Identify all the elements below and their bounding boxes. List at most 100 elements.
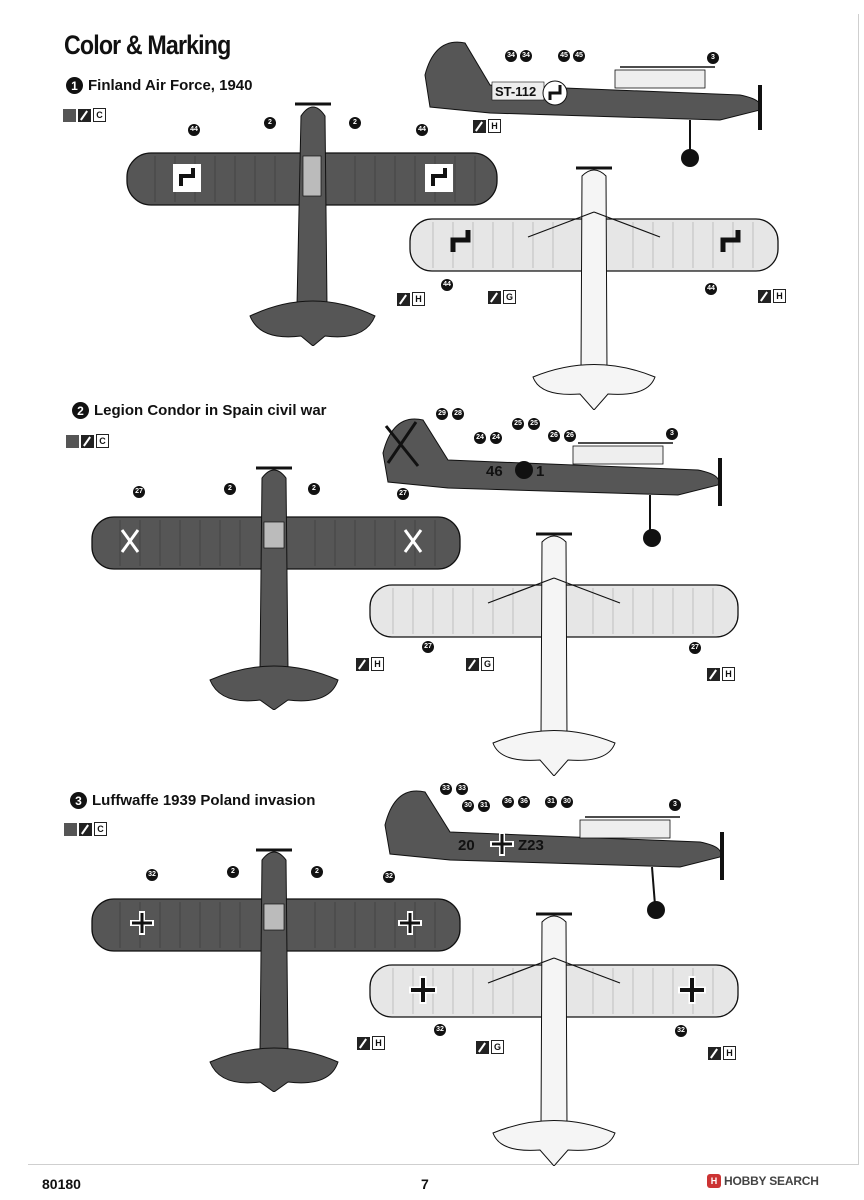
callout: 27 (689, 642, 701, 654)
callout: 2 (224, 483, 236, 495)
color-swatch (64, 822, 77, 836)
callout: 3 (669, 799, 681, 811)
callout: 2 (311, 866, 323, 878)
paint-icon (81, 434, 94, 448)
callout: 24 (490, 432, 502, 444)
color-swatch (66, 434, 79, 448)
underside-color-legend: G (466, 657, 494, 671)
color-legend: C (63, 108, 106, 122)
paint-code: C (93, 108, 106, 122)
paint-icon (473, 119, 486, 133)
callout: 27 (397, 488, 409, 500)
paint-icon (488, 290, 501, 304)
underside-color-legend: H (397, 292, 425, 306)
paint-code: H (371, 657, 384, 671)
paint-icon (79, 822, 92, 836)
callout: 30 (462, 800, 474, 812)
callout: 25 (528, 418, 540, 430)
callout: 45 (573, 50, 585, 62)
callout: 28 (452, 408, 464, 420)
paint-code: H (488, 119, 501, 133)
watermark-text: HOBBY SEARCH (724, 1174, 819, 1188)
paint-code: G (481, 657, 494, 671)
underside-color-legend: H (357, 1036, 385, 1050)
callout: 27 (133, 486, 145, 498)
page-border (28, 14, 859, 1165)
tail-code: ST-112 (495, 84, 536, 99)
callout: 3 (666, 428, 678, 440)
callout: 44 (188, 124, 200, 136)
callout: 2 (349, 117, 361, 129)
callout: 2 (227, 866, 239, 878)
callout: 29 (436, 408, 448, 420)
paint-code: G (503, 290, 516, 304)
section-number: 1 (66, 77, 83, 94)
section-3-heading: 3 Luffwaffe 1939 Poland invasion (70, 792, 315, 809)
side-view-plane-2: 46 1 (382, 418, 722, 547)
underside-color-legend: H (758, 289, 786, 303)
callout: 32 (434, 1024, 446, 1036)
color-swatch (63, 108, 76, 122)
callout: 3 (707, 52, 719, 64)
side-color-legend: H (473, 119, 501, 133)
callout: 27 (422, 641, 434, 653)
paint-icon (78, 108, 91, 122)
callout: 33 (440, 783, 452, 795)
tail-code: 46 (486, 463, 503, 480)
paint-code: G (491, 1040, 504, 1054)
paint-icon (466, 657, 479, 671)
paint-code: H (722, 667, 735, 681)
side-view-plane-3: 20 Z23 (384, 790, 724, 919)
underside-color-legend: G (476, 1040, 504, 1054)
hobby-search-logo-icon: H (707, 1174, 721, 1188)
paint-code: C (96, 434, 109, 448)
paint-code: C (94, 822, 107, 836)
underside-view-plane-3 (369, 912, 739, 1166)
code-suffix: Z23 (518, 837, 544, 854)
underside-view-plane-1 (409, 166, 779, 410)
callout: 25 (512, 418, 524, 430)
callout: 32 (146, 869, 158, 881)
paint-icon (357, 1036, 370, 1050)
page-title: Color & Marking (64, 30, 231, 60)
callout: 32 (383, 871, 395, 883)
color-legend: C (66, 434, 109, 448)
section-2-heading: 2 Legion Condor in Spain civil war (72, 402, 327, 419)
paint-icon (758, 289, 771, 303)
code-suffix: 1 (536, 463, 544, 480)
callout: 34 (520, 50, 532, 62)
paint-icon (707, 667, 720, 681)
callout: 44 (416, 124, 428, 136)
callout: 30 (561, 796, 573, 808)
callout: 26 (548, 430, 560, 442)
callout: 26 (564, 430, 576, 442)
callout: 31 (478, 800, 490, 812)
underside-color-legend: H (707, 667, 735, 681)
top-view-plane-2 (91, 466, 461, 710)
section-label: Luffwaffe 1939 Poland invasion (92, 792, 316, 809)
top-view-plane-3 (91, 848, 461, 1092)
section-label: Legion Condor in Spain civil war (94, 402, 327, 419)
paint-code: H (412, 292, 425, 306)
section-1-heading: 1 Finland Air Force, 1940 (66, 77, 253, 94)
callout: 31 (545, 796, 557, 808)
callout: 44 (441, 279, 453, 291)
callout: 44 (705, 283, 717, 295)
section-number: 3 (70, 792, 87, 809)
callout: 34 (505, 50, 517, 62)
page-number: 7 (421, 1176, 429, 1192)
paint-icon (708, 1046, 721, 1060)
paint-icon (356, 657, 369, 671)
callout: 36 (502, 796, 514, 808)
paint-code: H (372, 1036, 385, 1050)
paint-icon (397, 292, 410, 306)
top-view-plane-1 (126, 102, 498, 346)
paint-icon (476, 1040, 489, 1054)
underside-color-legend: H (356, 657, 384, 671)
callout: 24 (474, 432, 486, 444)
section-number: 2 (72, 402, 89, 419)
paint-code: H (723, 1046, 736, 1060)
model-number: 80180 (42, 1176, 81, 1192)
callout: 33 (456, 783, 468, 795)
color-legend: C (64, 822, 107, 836)
